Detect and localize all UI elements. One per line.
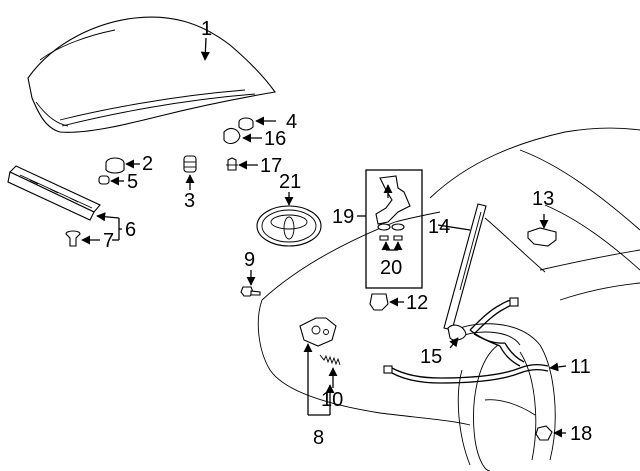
label-13: 13 xyxy=(532,188,554,210)
hood-stopper-part xyxy=(183,155,197,173)
clip-part-5 xyxy=(98,175,110,185)
label-15: 15 xyxy=(420,346,442,368)
label-8: 8 xyxy=(313,427,324,449)
clip-part-17 xyxy=(226,157,238,171)
label-6: 6 xyxy=(125,219,136,241)
label-4: 4 xyxy=(286,111,297,133)
leader-line-14 xyxy=(437,224,471,231)
clip-part-18 xyxy=(535,425,553,441)
label-18: 18 xyxy=(570,423,592,445)
label-14: 14 xyxy=(428,216,450,238)
label-3: 3 xyxy=(184,190,195,212)
leader-line-1 xyxy=(200,37,210,61)
label-19: 19 xyxy=(332,206,354,228)
hood-support-rod xyxy=(443,203,487,331)
leader-line-11 xyxy=(549,362,567,372)
label-16: 16 xyxy=(264,128,286,150)
lock-retainer-part-12 xyxy=(369,293,389,311)
label-21: 21 xyxy=(279,171,301,193)
label-2: 2 xyxy=(142,153,153,175)
label-1: 1 xyxy=(201,18,212,40)
clip-part-7 xyxy=(65,230,81,247)
label-12: 12 xyxy=(406,292,428,314)
hood-cushion-part xyxy=(238,117,254,131)
vehicle-body-outline xyxy=(257,127,640,471)
retainer-part-16 xyxy=(223,127,241,145)
release-cable xyxy=(383,297,549,384)
hood-seal-strip xyxy=(7,165,101,221)
hood-panel xyxy=(27,16,276,133)
toyota-emblem xyxy=(256,205,322,247)
label-17: 17 xyxy=(260,155,282,177)
spring-part-10 xyxy=(319,354,341,366)
bolt-part-9 xyxy=(240,286,261,297)
label-10: 10 xyxy=(321,389,343,411)
label-20: 20 xyxy=(380,257,402,279)
label-7: 7 xyxy=(103,230,114,252)
leader-line-15 xyxy=(449,337,459,349)
bumper-cushion-part xyxy=(105,157,125,174)
label-5: 5 xyxy=(127,171,138,193)
hinge-detail-box xyxy=(365,169,423,289)
hood-bumper-part-13 xyxy=(527,227,557,247)
leader-line-6a xyxy=(96,212,120,222)
hood-lock-assembly xyxy=(299,317,337,347)
label-9: 9 xyxy=(244,249,255,271)
label-11: 11 xyxy=(570,356,591,378)
